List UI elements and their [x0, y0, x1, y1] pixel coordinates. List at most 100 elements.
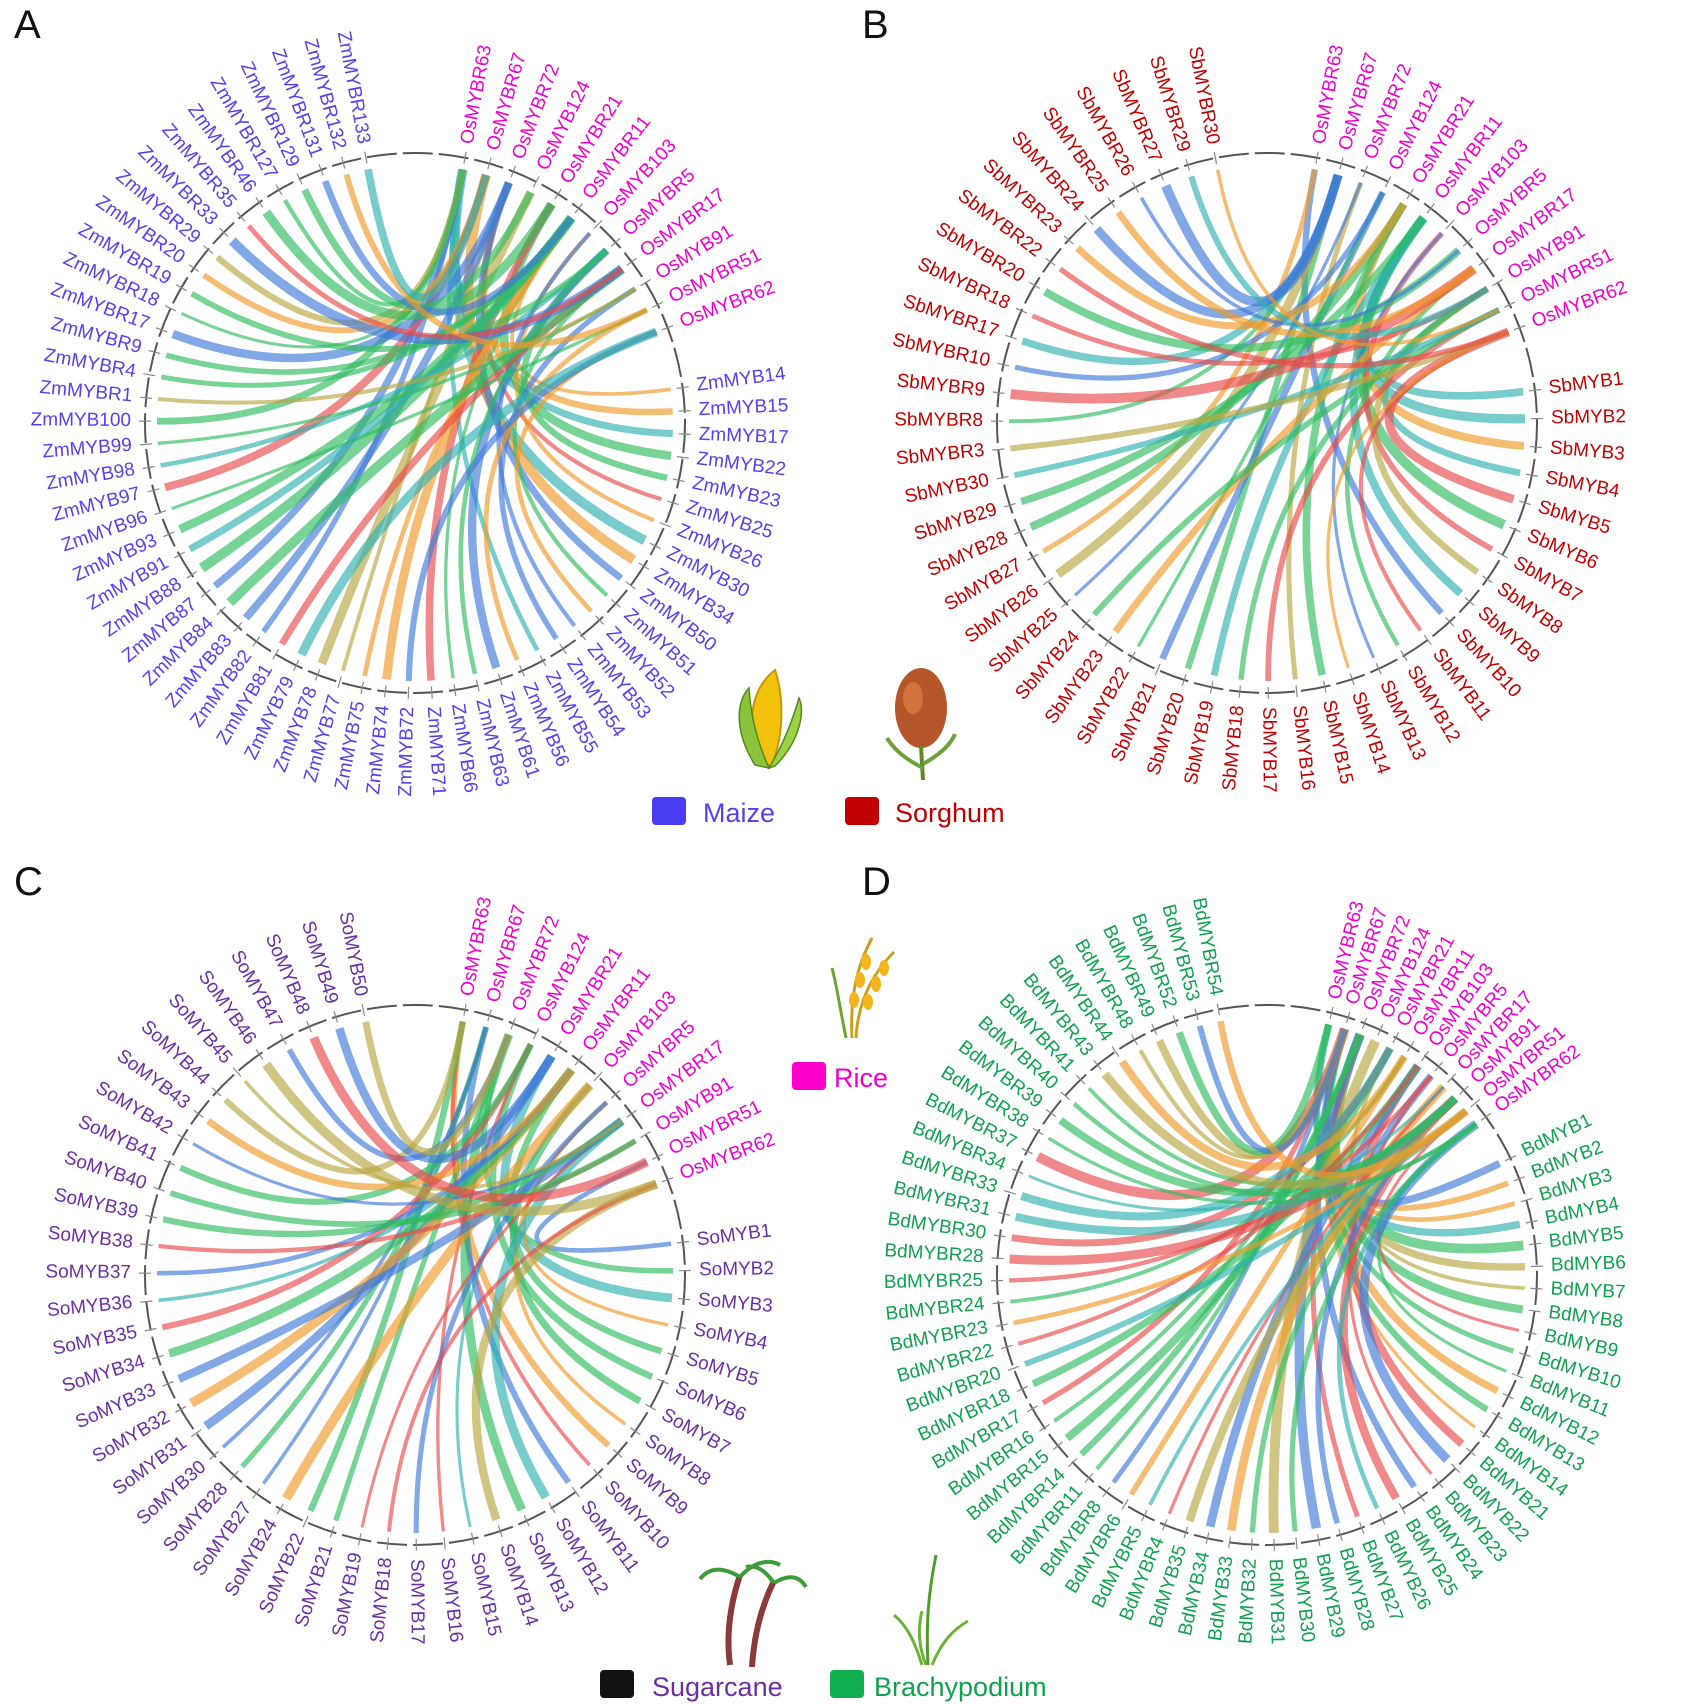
synteny-link: [1119, 1054, 1408, 1171]
gene-tick: [1509, 526, 1521, 533]
gene-tick: [626, 257, 637, 266]
gene-tick: [386, 1537, 389, 1550]
gene-tick: [463, 151, 467, 164]
gene-tick: [443, 1537, 446, 1550]
gene-tick: [1339, 157, 1344, 170]
gene-label: SbMYB30: [903, 470, 991, 508]
gene-tick: [676, 386, 689, 389]
synteny-link: [1289, 1121, 1478, 1532]
gene-tick: [430, 686, 433, 699]
gene-tick: [1067, 1457, 1078, 1468]
gene-tick: [1084, 1473, 1094, 1483]
gene-tick: [1158, 168, 1164, 181]
synteny-link: [221, 1026, 488, 1449]
synteny-link: [1326, 330, 1509, 669]
gene-tick: [143, 373, 156, 377]
gene-tick: [1005, 334, 1017, 340]
gene-tick: [175, 1405, 187, 1413]
synteny-link: [1136, 191, 1385, 648]
gene-label: SoMYB2: [699, 1258, 774, 1280]
gene-label: SoMYB38: [47, 1223, 134, 1253]
synteny-link: [190, 248, 609, 352]
panel-a-chromosome-ring: [138, 151, 691, 699]
gene-label: BdMYBR25: [884, 1270, 984, 1293]
gene-tick: [626, 1109, 637, 1118]
sugarcane-legend-label: Sugarcane: [652, 1672, 783, 1702]
synteny-link: [297, 327, 658, 657]
synteny-link: [460, 1026, 572, 1485]
synteny-link: [1148, 1097, 1457, 1506]
gene-tick: [275, 184, 283, 196]
gene-tick: [1459, 1085, 1469, 1095]
gene-tick: [190, 1429, 202, 1438]
gene-label: SbMYBR9: [896, 370, 986, 401]
gene-tick: [142, 465, 155, 470]
gene-tick: [151, 1354, 164, 1360]
synteny-link: [1112, 266, 1476, 634]
gene-tick: [1338, 1528, 1343, 1541]
gene-tick: [1194, 1008, 1199, 1021]
gene-tick: [1362, 165, 1368, 178]
gene-tick: [1060, 1091, 1070, 1101]
gene-tick: [1238, 685, 1241, 698]
chromosome-ring: [144, 152, 686, 694]
gene-label: BdMYB5: [1548, 1223, 1625, 1252]
legend-brachypodium: Brachypodium: [830, 1670, 1047, 1702]
synteny-link: [1215, 169, 1500, 347]
gene-tick: [175, 284, 187, 292]
gene-tick: [1322, 680, 1327, 693]
synteny-link: [490, 1117, 625, 1500]
gene-tick: [233, 622, 243, 632]
gene-tick: [140, 1243, 153, 1246]
brachypodium-legend-swatch: [830, 1670, 864, 1698]
gene-label: SbMYB3: [1549, 437, 1626, 465]
gene-tick: [539, 655, 547, 667]
gene-label: BdMYB7: [1550, 1278, 1626, 1303]
gene-tick: [1445, 219, 1455, 230]
gene-tick: [497, 1525, 503, 1538]
gene-tick: [661, 325, 674, 331]
legend-rice: Rice: [792, 1062, 888, 1093]
synteny-link: [1205, 1063, 1422, 1528]
gene-tick: [571, 1486, 580, 1498]
gene-tick: [1504, 301, 1516, 308]
gene-tick: [1076, 1074, 1086, 1085]
gene-tick: [337, 676, 342, 689]
gene-tick: [1205, 1532, 1210, 1545]
gene-tick: [252, 636, 261, 647]
gene-tick: [1045, 1109, 1057, 1118]
gene-tick: [1081, 618, 1091, 629]
gene-tick: [510, 1017, 516, 1030]
gene-tick: [993, 1234, 1006, 1238]
gene-tick: [1497, 551, 1508, 559]
gene-tick: [329, 1526, 335, 1538]
gene-label: SoMYB50: [335, 910, 372, 998]
rice-legend-swatch: [792, 1062, 826, 1090]
gene-tick: [487, 157, 492, 170]
synteny-link: [362, 1021, 513, 1156]
gene-tick: [232, 1067, 242, 1077]
gene-tick: [638, 562, 650, 570]
gene-tick: [554, 1040, 562, 1052]
gene-tick: [593, 1468, 603, 1479]
gene-tick: [519, 665, 525, 677]
panel-a-synteny-links: [156, 168, 673, 681]
gene-tick: [610, 237, 621, 247]
gene-label: SoMYB18: [367, 1556, 397, 1643]
gene-tick: [672, 478, 685, 483]
gene-tick: [1417, 1491, 1425, 1502]
synteny-link: [1017, 1064, 1420, 1346]
synteny-link: [1238, 286, 1489, 680]
gene-tick: [487, 1009, 492, 1022]
gene-tick: [1042, 577, 1054, 586]
gene-tick: [1209, 681, 1214, 694]
gene-tick: [1181, 674, 1187, 686]
gene-tick: [676, 1240, 690, 1244]
gene-tick: [1003, 502, 1016, 508]
gene-label: ZmMYB14: [695, 363, 787, 396]
gene-tick: [1130, 1034, 1138, 1046]
gene-tick: [610, 598, 621, 608]
gene-tick: [678, 433, 691, 435]
gene-tick: [1161, 1519, 1168, 1531]
gene-tick: [203, 245, 214, 254]
